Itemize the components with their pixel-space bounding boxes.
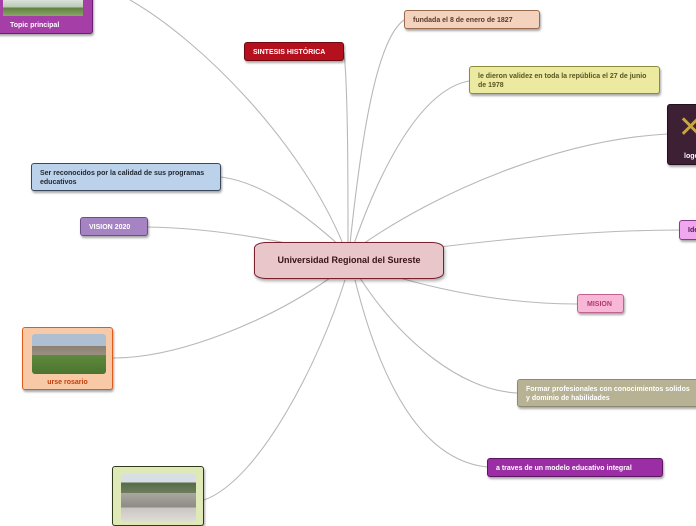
connector-ide	[439, 229, 681, 248]
ser-reconocidos-node[interactable]: Ser reconocidos por la calidad de sus pr…	[31, 163, 221, 191]
connector-mision	[399, 277, 578, 305]
topic-principal-label: Topic principal	[10, 22, 60, 29]
fundada-node[interactable]: fundada el 8 de enero de 1827	[404, 10, 540, 29]
sintesis-historica-node[interactable]: SINTESIS HISTÓRICA	[244, 42, 344, 61]
connector-traves	[354, 279, 488, 468]
connector-sintesis	[343, 51, 349, 245]
connector-formar	[359, 277, 518, 394]
vision-2020-node[interactable]: VISION 2020	[80, 217, 148, 236]
urse-campus-photo	[32, 334, 106, 374]
campus-building-image-node[interactable]	[112, 466, 204, 526]
logo-label: logo	[684, 153, 696, 160]
topic-campus-photo	[3, 0, 83, 16]
logo-chevrons-icon: ✕	[678, 111, 696, 144]
urse-rosario-node[interactable]: urse rosario	[22, 327, 113, 390]
central-topic-label: Universidad Regional del Sureste	[277, 255, 421, 265]
connector-ser	[220, 176, 341, 247]
connector-validez	[353, 80, 470, 245]
topic-principal-node[interactable]: Topic principal	[0, 0, 93, 34]
connector-topic	[129, 0, 344, 245]
connector-bottom	[203, 279, 346, 501]
ide-node[interactable]: Ide	[679, 220, 696, 240]
validez-node[interactable]: le dieron validez en toda la república e…	[469, 66, 660, 94]
connector-fundada	[349, 19, 405, 245]
modelo-educativo-node[interactable]: a traves de un modelo educativo integral	[487, 458, 663, 477]
urse-rosario-label: urse rosario	[47, 379, 88, 386]
mision-node[interactable]: MISION	[577, 294, 624, 313]
central-topic-node[interactable]: Universidad Regional del Sureste	[254, 242, 444, 279]
formar-profesionales-node[interactable]: Formar profesionales con conocimientos s…	[517, 379, 696, 407]
campus-building-photo	[121, 474, 196, 522]
logo-node[interactable]: ✕ logo	[667, 104, 696, 165]
connector-logo	[359, 133, 668, 247]
connector-urse	[112, 277, 331, 359]
